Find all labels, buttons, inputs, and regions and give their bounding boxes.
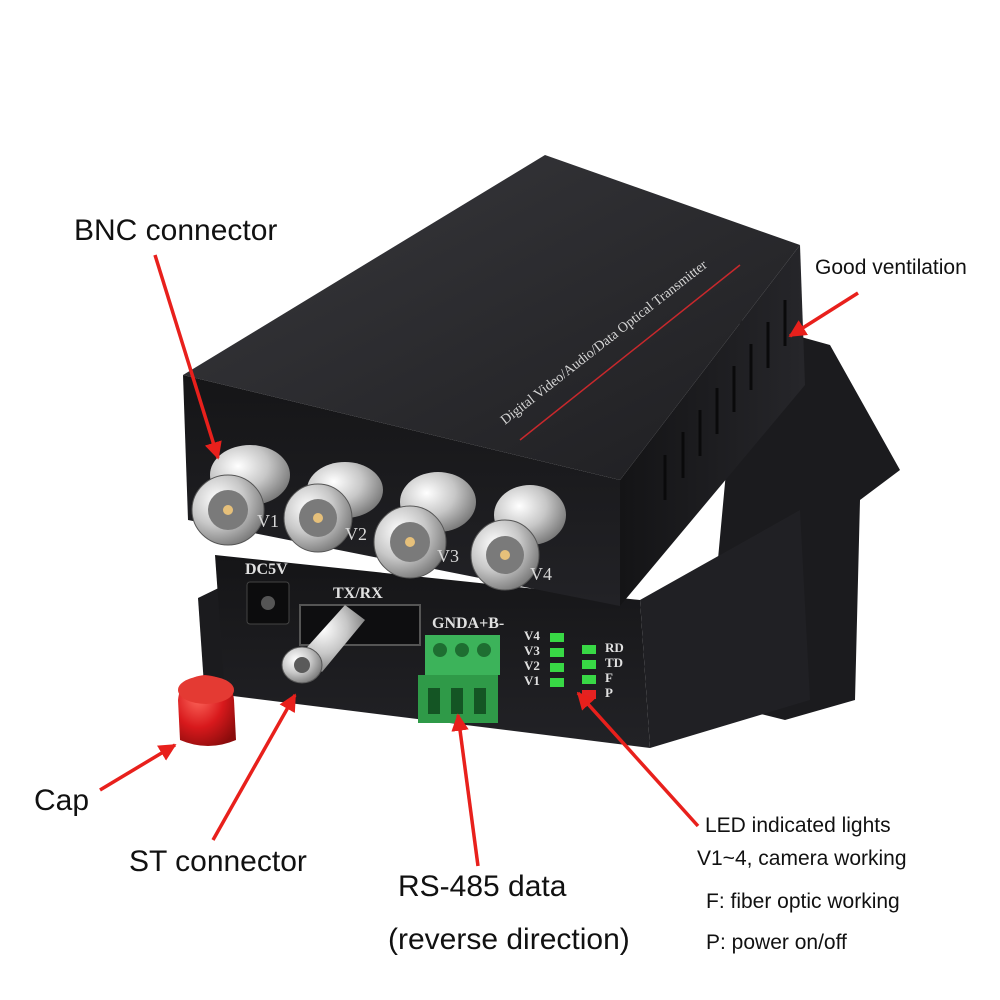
arrow-led	[576, 691, 700, 828]
led-label-rd: RD	[605, 640, 624, 655]
callout-led-f: F: fiber optic working	[706, 890, 900, 913]
arrow-st	[211, 693, 297, 841]
led-label-v3: V3	[524, 643, 540, 658]
led-label-v4: V4	[524, 628, 540, 643]
arrow-rs485	[451, 713, 480, 867]
bnc-connector-v3	[373, 472, 476, 579]
terminal-label: GNDA+B-	[432, 615, 504, 632]
led-label-p: P	[605, 685, 613, 700]
bnc-connector-v2	[283, 462, 383, 553]
callout-good-ventilation: Good ventilation	[815, 256, 967, 279]
lower-side-panel	[640, 510, 810, 748]
bnc-connector-v1	[191, 445, 290, 546]
led-label-v1: V1	[524, 673, 540, 688]
bnc-connector-v4	[470, 485, 566, 591]
callout-st-connector: ST connector	[129, 845, 307, 878]
callout-cap: Cap	[34, 784, 90, 817]
callout-rs485-data: RS-485 data	[398, 870, 567, 903]
fiber-label: TX/RX	[333, 585, 383, 602]
callout-bnc-connector: BNC connector	[74, 214, 278, 247]
led-label-f: F	[605, 670, 613, 685]
led-label-td: TD	[605, 655, 623, 670]
callout-led-title: LED indicated lights	[705, 814, 891, 837]
led-label-v2: V2	[524, 658, 540, 673]
case-top	[183, 155, 800, 480]
callout-led-v: V1~4, camera working	[697, 847, 907, 870]
callout-arrows	[99, 254, 859, 867]
red-cap	[178, 675, 236, 746]
callout-led-p: P: power on/off	[706, 931, 847, 954]
case-side	[620, 245, 805, 606]
callout-rs485-direction: (reverse direction)	[388, 923, 630, 956]
bnc-label-v2: V2	[345, 524, 367, 544]
bnc-connectors	[191, 445, 566, 591]
arrow-cap	[99, 743, 177, 792]
top-stripe	[519, 264, 741, 441]
arrow-ventilation	[788, 291, 859, 338]
st-connector-body	[281, 605, 365, 684]
ventilation-slots	[663, 300, 787, 500]
arrow-bnc	[153, 254, 222, 460]
led-column-left	[550, 633, 564, 687]
bnc-label-v4: V4	[530, 564, 552, 584]
dc-label: DC5V	[245, 561, 288, 578]
rs485-terminal-block	[418, 635, 500, 723]
bnc-label-v1: V1	[257, 511, 279, 531]
bnc-label-v3: V3	[437, 546, 459, 566]
